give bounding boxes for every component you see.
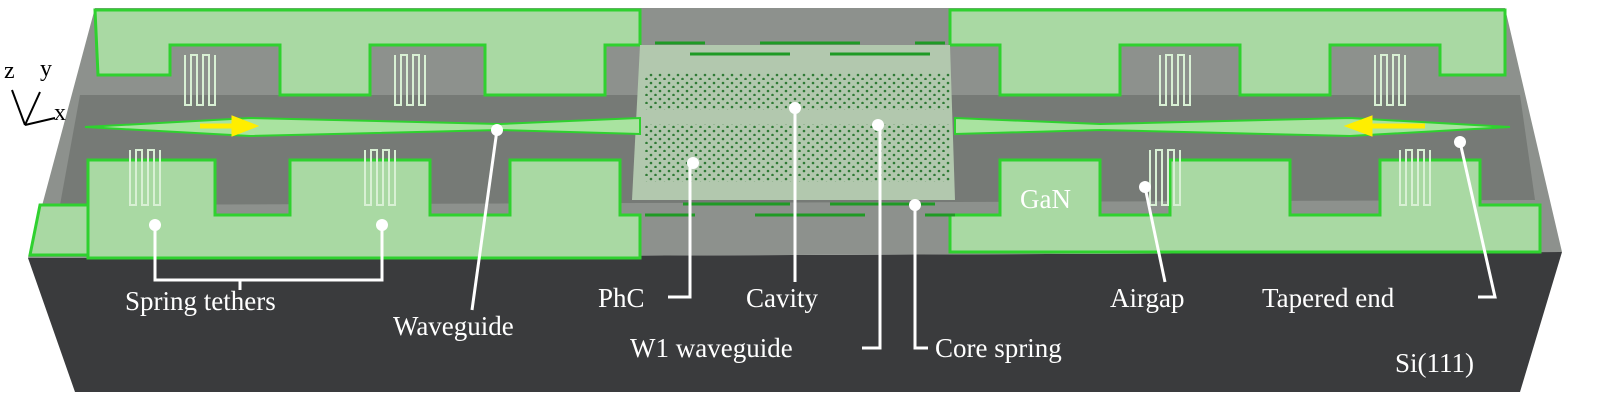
label-phc: PhC	[598, 283, 645, 313]
gan-frame-top	[93, 8, 1507, 97]
axis-x-label: x	[54, 100, 66, 126]
label-spring-tethers: Spring tethers	[125, 286, 276, 316]
label-waveguide: Waveguide	[393, 311, 514, 341]
label-tapered-end: Tapered end	[1262, 283, 1395, 313]
phc-holes	[645, 124, 950, 182]
arrow-left-icon	[1343, 115, 1425, 137]
axis-triad	[11, 89, 56, 126]
waveguide-left	[84, 116, 641, 138]
label-gan: GaN	[1020, 184, 1071, 214]
substrate-front-face	[28, 252, 1562, 392]
axis-z-label: z	[4, 58, 15, 84]
arrow-right-icon	[200, 115, 260, 137]
spring-tethers	[129, 54, 1431, 206]
label-substrate: Si(111)	[1395, 348, 1474, 378]
leader-lines	[149, 102, 1497, 350]
label-core-spring: Core spring	[935, 333, 1062, 363]
label-airgap: Airgap	[1110, 283, 1185, 313]
gan-frame-bottom	[28, 158, 1542, 260]
label-w1-waveguide: W1 waveguide	[630, 333, 793, 363]
axis-y-label: y	[40, 56, 52, 82]
label-cavity: Cavity	[746, 283, 818, 313]
